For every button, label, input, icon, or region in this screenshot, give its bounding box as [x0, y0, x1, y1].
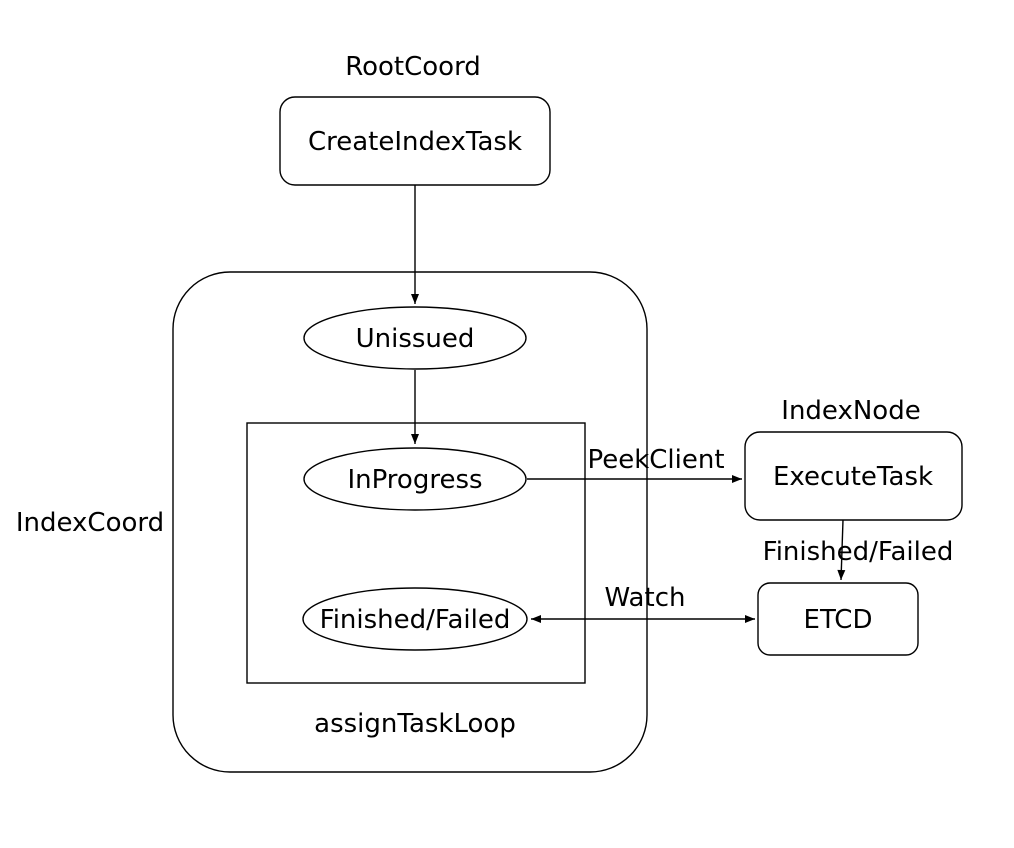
etcd-box	[757, 582, 919, 656]
unissued-label: Unissued	[356, 324, 475, 354]
finished-failed-label: Finished/Failed	[320, 605, 511, 635]
node-finished-failed: Finished/Failed	[302, 587, 528, 651]
edge-label-peekclient: PeekClient	[587, 445, 724, 475]
etcd-label: ETCD	[804, 605, 873, 635]
in-progress-ellipse	[303, 447, 527, 511]
edge-label-watch: Watch	[605, 583, 686, 613]
edge-label-finished-failed: Finished/Failed	[763, 537, 954, 567]
finished-failed-ellipse	[302, 587, 528, 651]
node-etcd: ETCD	[757, 582, 919, 656]
execute-task-box	[744, 431, 963, 521]
in-progress-label: InProgress	[347, 465, 482, 495]
assign-task-loop-label: assignTaskLoop	[314, 709, 516, 739]
node-execute-task: ExecuteTask	[744, 431, 963, 521]
index-coord-container	[172, 271, 648, 773]
unissued-ellipse	[303, 306, 527, 370]
edge-executetask-to-etcd	[837, 519, 846, 581]
node-create-index-task: CreateIndexTask	[279, 96, 551, 186]
create-index-task-label: CreateIndexTask	[308, 127, 522, 157]
node-unissued: Unissued	[303, 306, 527, 370]
index-node-label: IndexNode	[781, 396, 920, 426]
index-coord-label: IndexCoord	[16, 508, 164, 538]
assign-task-loop-container	[246, 422, 586, 684]
node-in-progress: InProgress	[303, 447, 527, 511]
root-coord-label: RootCoord	[345, 52, 481, 82]
execute-task-label: ExecuteTask	[773, 462, 933, 492]
create-index-task-box	[279, 96, 551, 186]
